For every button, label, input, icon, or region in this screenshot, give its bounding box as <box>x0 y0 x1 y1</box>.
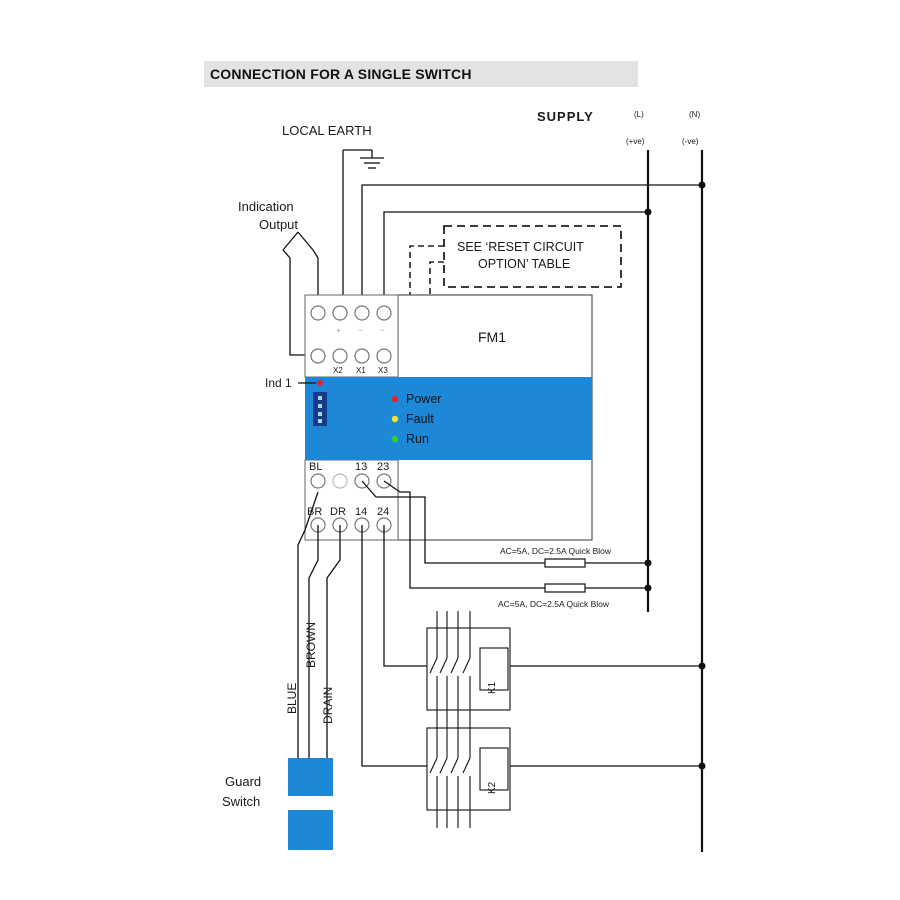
earth-symbol <box>342 149 384 310</box>
ind-label: Ind 1 <box>265 376 292 390</box>
terminals-top-row <box>310 305 392 321</box>
indication-output-line2: Output <box>259 217 298 232</box>
contactor-k2-label: K2 <box>487 781 498 794</box>
junction-dot <box>698 662 706 670</box>
led-power: Power <box>391 392 441 406</box>
diagram-title: CONNECTION FOR A SINGLE SWITCH <box>210 66 472 82</box>
supply-neutral-label: (N) <box>689 110 700 119</box>
fuse-1 <box>544 558 586 568</box>
fuse-1-label: AC=5A, DC=2.5A Quick Blow <box>500 546 612 556</box>
supply-line-label: (L) <box>634 110 644 119</box>
wire-blue-label: BLUE <box>285 683 299 714</box>
contactor-k1 <box>426 611 511 722</box>
terminal-14-label: 14 <box>355 506 367 518</box>
contactor-wires <box>361 525 702 767</box>
terminal-x3-label: X3 <box>378 366 388 375</box>
led-run: Run <box>391 432 429 446</box>
contactor-k1-label: K1 <box>487 681 498 694</box>
indication-output-line1: Indication <box>238 199 294 214</box>
fuse-wires <box>361 480 648 589</box>
terminal-x2-label: X2 <box>333 366 343 375</box>
terminal-mark: ~ <box>358 326 363 335</box>
junction-dot <box>698 762 706 770</box>
terminals-mid-row <box>310 348 392 364</box>
guard-switch-line1: Guard <box>225 774 261 789</box>
supply-rails <box>646 150 704 852</box>
feed-wires <box>361 184 702 310</box>
terminal-mark: + <box>336 326 341 335</box>
guard-switch-line2: Switch <box>222 794 260 809</box>
title-band: CONNECTION FOR A SINGLE SWITCH <box>204 61 638 87</box>
terminal-br-label: BR <box>307 506 322 518</box>
terminal-24-label: 24 <box>377 506 389 518</box>
supply-neutral-polarity: (-ve) <box>682 137 699 146</box>
supply-label: SUPPLY <box>537 109 594 124</box>
module-blue-band <box>305 377 592 460</box>
junction-dot <box>644 584 652 592</box>
junction-dot <box>644 559 652 567</box>
reset-note-box <box>443 225 622 288</box>
reset-note-line1: SEE ‘RESET CIRCUIT <box>457 240 584 254</box>
guard-switch-body <box>288 810 333 850</box>
supply-line-polarity: (+ve) <box>626 137 645 146</box>
fuse-2-label: AC=5A, DC=2.5A Quick Blow <box>498 599 610 609</box>
module-fm1: FM1 <box>304 294 593 541</box>
svg-text:Power: Power <box>406 392 441 406</box>
junction-dot <box>698 181 706 189</box>
terminal-mark: ~ <box>380 326 385 335</box>
local-earth-label: LOCAL EARTH <box>282 123 372 138</box>
contactor-k2 <box>426 722 511 828</box>
guard-switch-actuator <box>288 758 333 796</box>
ind-led <box>317 380 323 386</box>
reset-note-line2: OPTION’ TABLE <box>478 257 570 271</box>
junction-dot <box>644 208 652 216</box>
terminal-dr-label: DR <box>330 506 346 518</box>
fuse-2 <box>544 583 586 593</box>
terminals-lower-row <box>310 473 392 489</box>
led-fault: Fault <box>391 412 434 426</box>
terminal-x1-label: X1 <box>356 366 366 375</box>
svg-text:Run: Run <box>406 432 429 446</box>
terminal-bl-label: BL <box>309 461 322 473</box>
wire-brown-label: BROWN <box>304 622 318 668</box>
svg-text:Fault: Fault <box>406 412 434 426</box>
terminal-13-label: 13 <box>355 461 367 473</box>
module-id-strip <box>313 392 327 426</box>
guard-cable-wires <box>297 491 341 758</box>
module-label: FM1 <box>478 329 506 345</box>
terminal-23-label: 23 <box>377 461 389 473</box>
indication-output-wires <box>282 231 319 356</box>
wire-drain-label: DRAIN <box>321 687 335 724</box>
